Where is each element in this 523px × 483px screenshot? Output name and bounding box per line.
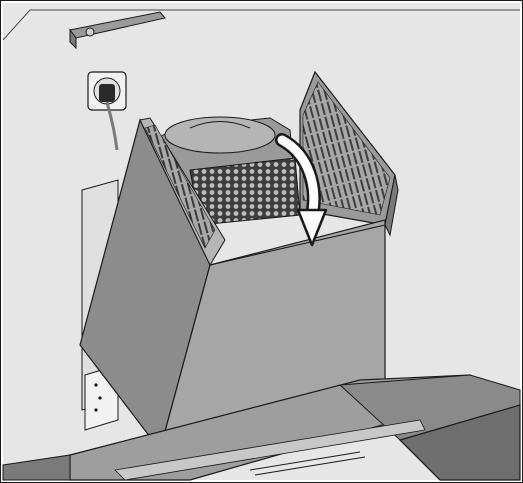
screw-icon: [85, 27, 95, 37]
hood-canopy: [2, 374, 521, 481]
wall-bracket-icon: [69, 11, 166, 50]
right-cover-panel: [299, 70, 399, 237]
vent-slots: [144, 124, 216, 249]
glass-panel: [398, 404, 521, 481]
rotation-arrow-icon: [275, 133, 328, 247]
wall-edge-line: [2, 9, 520, 41]
plug-icon: [99, 84, 119, 151]
